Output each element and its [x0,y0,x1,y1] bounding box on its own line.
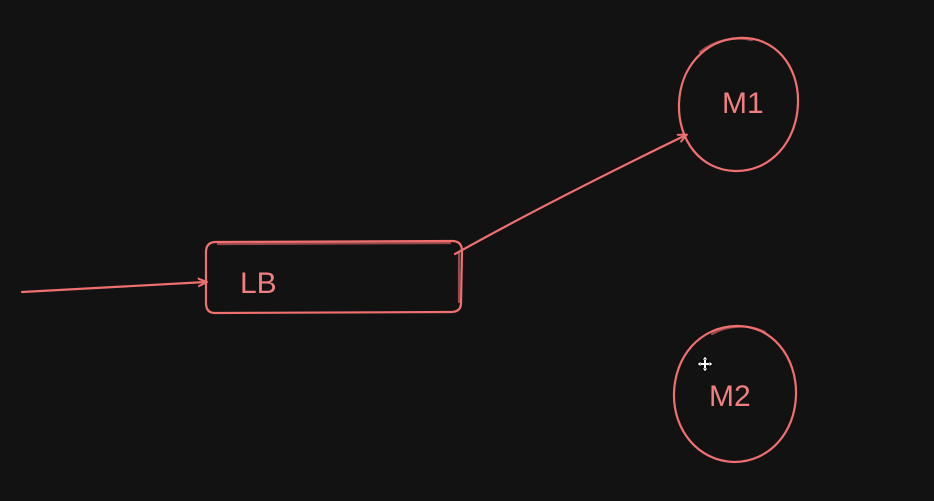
m2-node[interactable]: M2 [672,324,798,464]
m1-node[interactable]: M1 [677,36,800,173]
lb-box [204,239,464,315]
m1-label: M1 [722,87,764,120]
lb-node[interactable]: LB [204,239,464,315]
m1-circle [677,36,800,173]
m2-circle [672,324,798,464]
m2-circle-overstroke [710,325,767,336]
m1-circle-overstroke [698,37,754,54]
move-cursor-icon [696,355,714,373]
lb-to-m1-arrow [453,135,686,256]
incoming-arrow [20,282,206,294]
lb-label: LB [240,267,277,300]
m2-label: M2 [709,380,751,413]
lb-box-overstroke [216,241,461,304]
